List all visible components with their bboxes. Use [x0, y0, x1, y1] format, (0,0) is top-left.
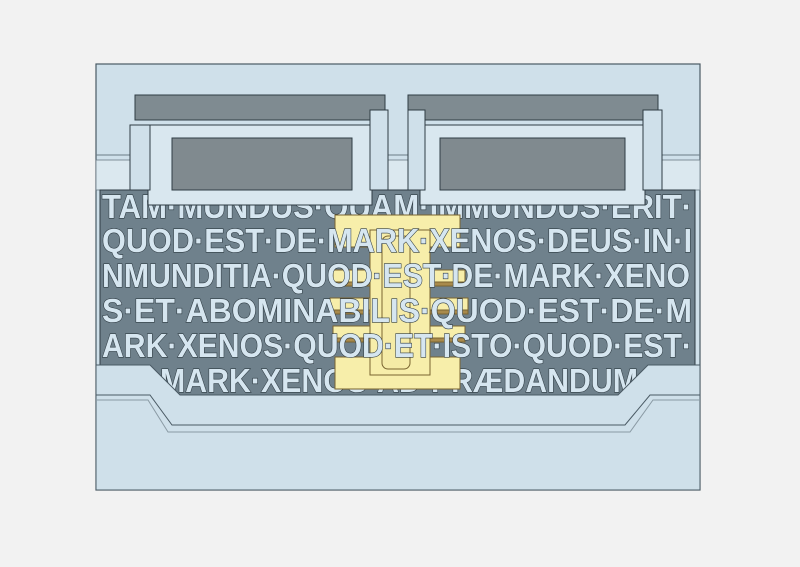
inscription-middle: QUOD·EST·DE·MARK·XENOS·DEUS·IN·I NMUNDIT… — [101, 221, 692, 364]
bottom-bevel — [96, 394, 700, 426]
bottom-frame — [95, 364, 701, 491]
inscription-line: NMUNDITIA·QUOD·EST·DE·MARK·XENO — [102, 257, 690, 294]
imperial-i-icon — [329, 214, 469, 390]
inscription-line: QUOD·EST·DE·MARK·XENOS·DEUS·IN·I — [102, 222, 692, 259]
inscription-line: ARK·XENOS·QUOD·ET·ISTO·QUOD·EST· — [102, 327, 692, 364]
left-clamp — [129, 94, 389, 206]
right-clamp — [407, 94, 663, 206]
bottom-bevel-inner — [96, 399, 700, 433]
inscription-line: S·ET·ABOMINABILIS·QUOD·EST·DE·M — [102, 292, 692, 329]
